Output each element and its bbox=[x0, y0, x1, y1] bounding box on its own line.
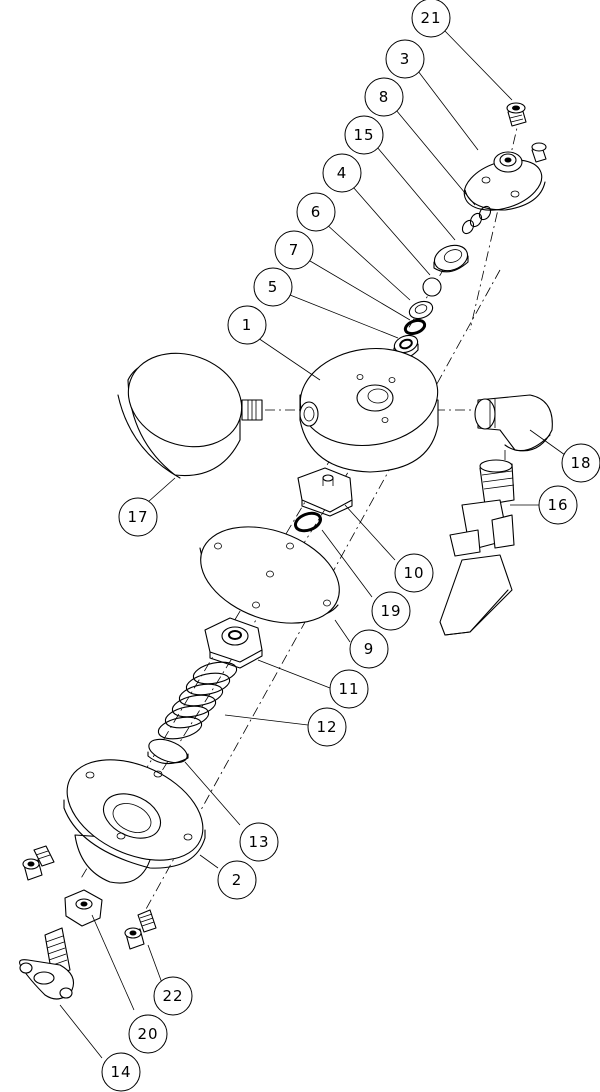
part-17-pressure-gauge bbox=[117, 352, 263, 479]
callout-16: 16 bbox=[538, 485, 578, 525]
svg-text:11: 11 bbox=[338, 680, 359, 698]
leader-lines bbox=[59, 29, 566, 1059]
callout-5: 5 bbox=[253, 267, 293, 307]
svg-text:10: 10 bbox=[403, 564, 424, 582]
callout-21: 21 bbox=[411, 0, 451, 38]
svg-text:2: 2 bbox=[232, 871, 243, 889]
part-22-cap-screw bbox=[124, 909, 157, 950]
callout-8: 8 bbox=[364, 77, 404, 117]
part-5-o-ring bbox=[403, 318, 427, 336]
svg-text:1: 1 bbox=[242, 316, 253, 334]
svg-text:9: 9 bbox=[364, 640, 375, 658]
svg-text:19: 19 bbox=[380, 602, 401, 620]
part-6-ball bbox=[422, 277, 442, 297]
svg-text:3: 3 bbox=[400, 50, 411, 68]
part-7-washer bbox=[408, 300, 434, 320]
part-11-hex-nut bbox=[204, 617, 263, 669]
svg-text:5: 5 bbox=[268, 278, 279, 296]
callout-9: 9 bbox=[349, 629, 389, 669]
callout-13: 13 bbox=[239, 822, 279, 862]
callout-17: 17 bbox=[118, 497, 158, 537]
callout-2: 2 bbox=[217, 860, 257, 900]
callout-20: 20 bbox=[128, 1014, 168, 1054]
svg-text:13: 13 bbox=[248, 833, 269, 851]
svg-text:8: 8 bbox=[379, 88, 390, 106]
svg-text:4: 4 bbox=[337, 164, 348, 182]
callout-10: 10 bbox=[394, 553, 434, 593]
part-10-hex-piston bbox=[297, 467, 353, 517]
part-bottom-left-screw bbox=[22, 845, 55, 881]
part-4-valve-seat bbox=[433, 244, 469, 273]
part-12-spring bbox=[157, 661, 238, 740]
part-21-cap-screw bbox=[506, 102, 527, 127]
callout-12: 12 bbox=[307, 707, 347, 747]
svg-text:22: 22 bbox=[162, 987, 183, 1005]
part-19-o-ring bbox=[293, 511, 323, 533]
part-3-top-cap bbox=[463, 142, 547, 211]
svg-text:6: 6 bbox=[311, 203, 322, 221]
svg-text:14: 14 bbox=[110, 1063, 131, 1081]
svg-text:17: 17 bbox=[127, 508, 148, 526]
svg-text:15: 15 bbox=[353, 126, 374, 144]
callout-15: 15 bbox=[344, 115, 384, 155]
callout-3: 3 bbox=[385, 39, 425, 79]
svg-text:16: 16 bbox=[547, 496, 568, 514]
svg-text:20: 20 bbox=[137, 1025, 158, 1043]
callout-19: 19 bbox=[371, 591, 411, 631]
callout-7: 7 bbox=[274, 230, 314, 270]
callout-11: 11 bbox=[329, 669, 369, 709]
part-20-hex-nut bbox=[64, 889, 103, 927]
part-2-bonnet bbox=[63, 759, 206, 884]
part-16-ball-valve bbox=[439, 459, 515, 636]
part-14-adjusting-screw bbox=[19, 927, 75, 1000]
callout-6: 6 bbox=[296, 192, 336, 232]
part-18-elbow bbox=[474, 394, 553, 452]
callout-22: 22 bbox=[153, 976, 193, 1016]
part-8-o-rings bbox=[461, 205, 492, 235]
part-1-main-body bbox=[299, 347, 439, 473]
callout-14: 14 bbox=[101, 1052, 141, 1092]
callout-4: 4 bbox=[322, 153, 362, 193]
svg-text:12: 12 bbox=[316, 718, 337, 736]
callout-1: 1 bbox=[227, 305, 267, 345]
callout-18: 18 bbox=[561, 443, 600, 483]
part-13-spring-button bbox=[147, 738, 189, 765]
svg-text:18: 18 bbox=[570, 454, 591, 472]
part-9-diaphragm bbox=[199, 526, 340, 624]
svg-text:7: 7 bbox=[289, 241, 300, 259]
svg-text:21: 21 bbox=[420, 9, 441, 27]
